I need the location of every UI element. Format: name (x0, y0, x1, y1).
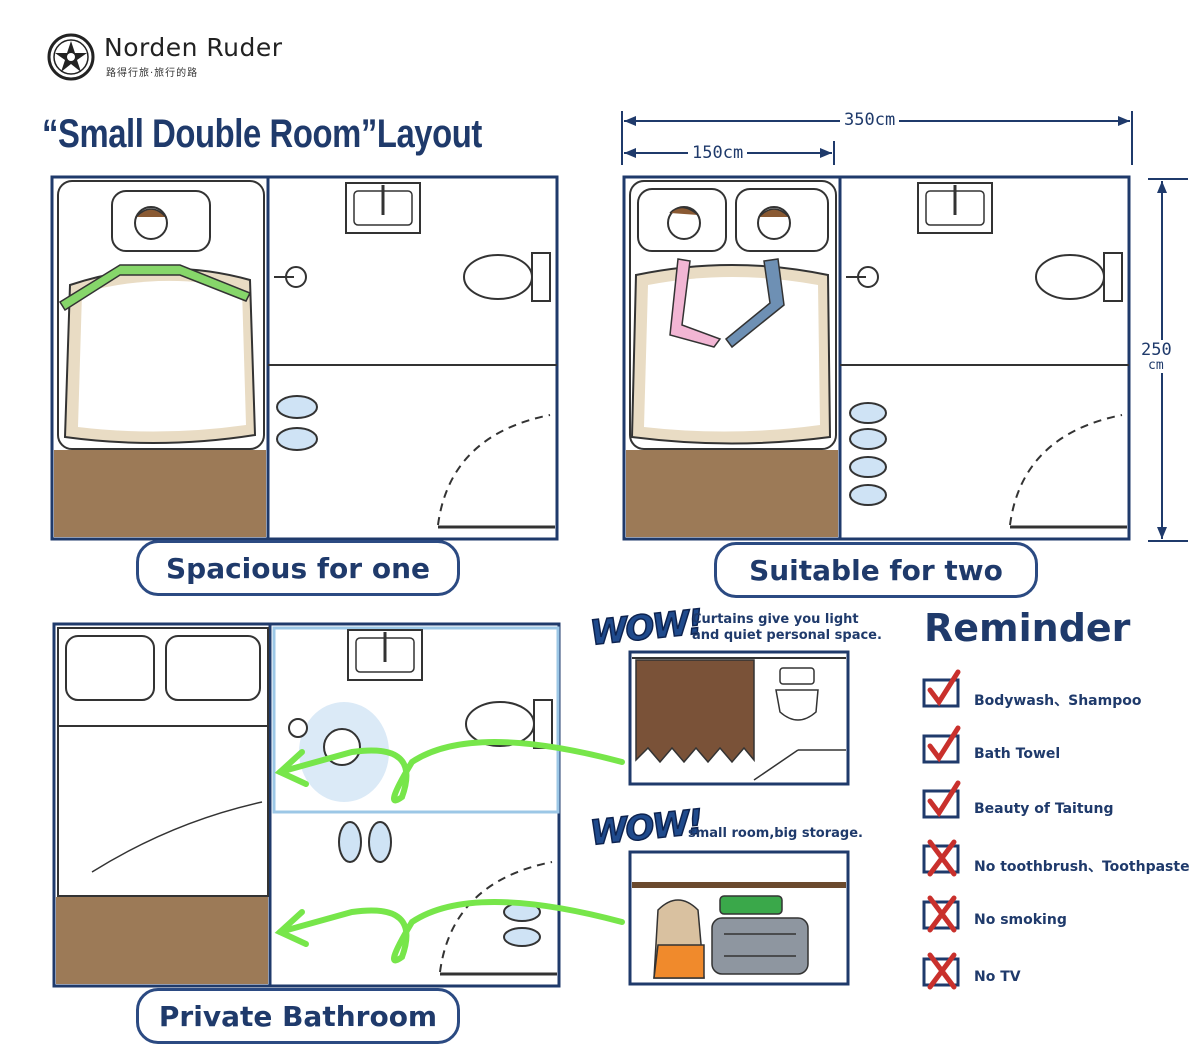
reminder-label: No TV (974, 969, 1021, 985)
callout-1-exclaim: WOW! (587, 602, 704, 655)
reminder-label: Beauty of Taitung (974, 801, 1114, 817)
floorplan-double (622, 175, 1131, 541)
check-icon (922, 780, 961, 819)
dimension-total-width: 350cm (840, 110, 900, 130)
brand-name: Norden Ruder (104, 33, 283, 62)
reminder-label: No smoking (974, 912, 1067, 928)
brand-tagline: 路得行旅·旅行的路 (106, 68, 199, 79)
reminder-label: Bath Towel (974, 746, 1061, 762)
reminder-item: Bath Towel (922, 725, 1060, 769)
reminder-item: No toothbrush、Toothpaste (922, 838, 1190, 879)
check-icon (922, 669, 961, 708)
cross-icon (922, 952, 960, 990)
curtain-illustration (628, 650, 850, 786)
floorplan-bathroom (52, 622, 625, 988)
callout-2-exclaim: WOW! (587, 802, 704, 855)
dimension-depth-value: 250 (1141, 340, 1172, 360)
reminder-item: No TV (922, 951, 1021, 992)
callout-1-line1: Curtains give you light (692, 612, 859, 627)
caption-private-bathroom: Private Bathroom (136, 988, 460, 1044)
reminder-item: No smoking (922, 894, 1067, 935)
caption-suitable-for-two: Suitable for two (714, 542, 1038, 598)
reminder-item: Bodywash、Shampoo (922, 669, 1141, 713)
callout-1-line2: and quiet personal space. (692, 628, 882, 643)
check-icon (922, 725, 961, 764)
callout-2-line1: small room,big storage. (688, 826, 863, 841)
page-title: “Small Double Room”Layout (42, 112, 482, 156)
storage-illustration (628, 850, 850, 986)
dimension-bed-width: 150cm (688, 143, 748, 163)
caption-spacious-for-one: Spacious for one (136, 540, 460, 596)
reminder-title: Reminder (924, 606, 1131, 650)
reminder-label: Bodywash、Shampoo (974, 693, 1142, 709)
reminder-item: Beauty of Taitung (922, 780, 1114, 824)
floorplan-single (50, 175, 559, 541)
reminder-label: No toothbrush、Toothpaste (974, 859, 1190, 875)
brand-star-icon (47, 33, 95, 81)
dimension-depth-unit: cm (1148, 358, 1164, 373)
cross-icon (922, 839, 960, 877)
cross-icon (922, 895, 960, 933)
